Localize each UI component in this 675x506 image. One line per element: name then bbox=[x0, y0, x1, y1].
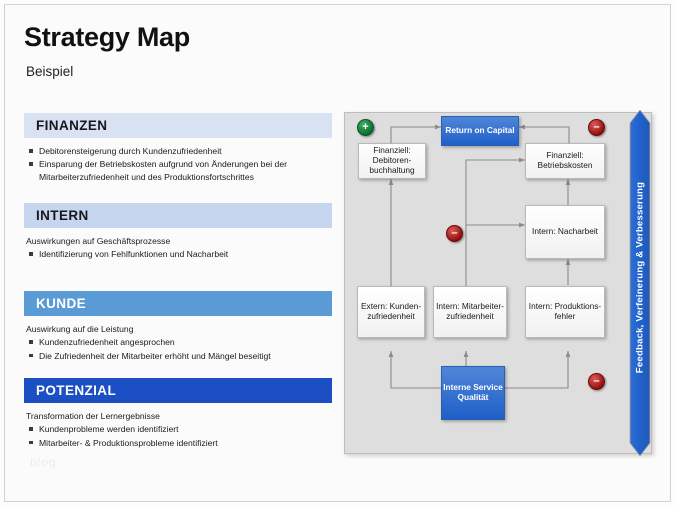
badge-minus-middle-icon: – bbox=[446, 225, 463, 242]
badge-minus-bottom-right-icon: – bbox=[588, 373, 605, 390]
list-item: Kundenzufriedenheit angesprochen bbox=[24, 336, 332, 348]
perspective-body-intern: Auswirkungen auf Geschäftsprozesse Ident… bbox=[24, 228, 332, 261]
list-item: Identifizierung von Fehlfunktionen und N… bbox=[24, 248, 332, 260]
node-extern-kundenzufriedenheit[interactable]: Extern: Kunden- zufriedenheit bbox=[357, 286, 425, 338]
blog-watermark: blog bbox=[30, 455, 57, 469]
bullet-list-kunde: Kundenzufriedenheit angesprochen Die Zuf… bbox=[24, 336, 332, 362]
strategy-map-diagram: Return on Capital Finanziell: Debitoren-… bbox=[344, 112, 652, 454]
perspective-lead-potenzial: Transformation der Lernergebnisse bbox=[26, 411, 160, 421]
bullet-list-potenzial: Kundenprobleme werden identifiziert Mita… bbox=[24, 423, 332, 449]
node-intern-mitarbeiterzufriedenheit[interactable]: Intern: Mitarbeiter- zufriedenheit bbox=[433, 286, 507, 338]
list-item: Einsparung der Betriebskosten aufgrund v… bbox=[24, 158, 332, 183]
perspective-header-kunde[interactable]: KUNDE bbox=[24, 291, 332, 316]
perspective-header-potenzial[interactable]: POTENZIAL bbox=[24, 378, 332, 403]
feedback-arrow: Feedback, Verfeinerung & Verbesserung bbox=[629, 109, 651, 457]
perspective-body-potenzial: Transformation der Lernergebnisse Kunden… bbox=[24, 403, 332, 449]
bullet-text: Kundenprobleme werden identifiziert bbox=[39, 424, 179, 435]
connector-lines bbox=[388, 124, 571, 389]
bullet-text: Einsparung der Betriebskosten aufgrund v… bbox=[39, 159, 287, 182]
node-intern-produktionsfehler[interactable]: Intern: Produktions- fehler bbox=[525, 286, 605, 338]
list-item: Mitarbeiter- & Produktionsprobleme ident… bbox=[24, 437, 332, 449]
bullet-list-finanzen: Debitorensteigerung durch Kundenzufriede… bbox=[24, 145, 332, 183]
badge-minus-top-right-icon: – bbox=[588, 119, 605, 136]
perspective-body-kunde: Auswirkung auf die Leistung Kundenzufrie… bbox=[24, 316, 332, 362]
list-item: Die Zufriedenheit der Mitarbeiter erhöht… bbox=[24, 350, 332, 362]
perspective-header-finanzen[interactable]: FINANZEN bbox=[24, 113, 332, 138]
bullet-text: Identifizierung von Fehlfunktionen und N… bbox=[39, 249, 229, 260]
perspective-body-finanzen: Debitorensteigerung durch Kundenzufriede… bbox=[24, 138, 332, 183]
node-return-on-capital[interactable]: Return on Capital bbox=[441, 116, 519, 146]
perspective-finanzen: FINANZEN Debitorensteigerung durch Kunde… bbox=[24, 113, 332, 184]
bullet-text: Die Zufriedenheit der Mitarbeiter erhöht… bbox=[39, 350, 271, 361]
feedback-arrow-shape bbox=[629, 109, 651, 457]
node-interne-service-qualitaet[interactable]: Interne Service Qualität bbox=[441, 366, 505, 420]
perspective-lead-kunde: Auswirkung auf die Leistung bbox=[26, 324, 134, 334]
node-finanziell-debitorenbuchhaltung[interactable]: Finanziell: Debitoren- buchhaltung bbox=[358, 143, 426, 179]
page-title: Strategy Map bbox=[24, 22, 190, 52]
perspective-header-intern[interactable]: INTERN bbox=[24, 203, 332, 228]
list-item: Kundenprobleme werden identifiziert bbox=[24, 423, 332, 435]
bullet-text: Mitarbeiter- & Produktionsprobleme ident… bbox=[39, 437, 218, 448]
perspective-kunde: KUNDE Auswirkung auf die Leistung Kunden… bbox=[24, 291, 332, 363]
bullet-text: Debitorensteigerung durch Kundenzufriede… bbox=[39, 146, 222, 156]
diagram-canvas: Return on Capital Finanziell: Debitoren-… bbox=[345, 113, 651, 453]
node-intern-nacharbeit[interactable]: Intern: Nacharbeit bbox=[525, 205, 605, 259]
page-subtitle: Beispiel bbox=[26, 64, 74, 79]
bullet-text: Kundenzufriedenheit angesprochen bbox=[39, 337, 175, 348]
perspective-potenzial: POTENZIAL Transformation der Lernergebni… bbox=[24, 378, 332, 450]
perspective-intern: INTERN Auswirkungen auf Geschäftsprozess… bbox=[24, 203, 332, 262]
node-finanziell-betriebskosten[interactable]: Finanziell: Betriebskosten bbox=[525, 143, 605, 179]
bullet-list-intern: Identifizierung von Fehlfunktionen und N… bbox=[24, 248, 332, 260]
list-item: Debitorensteigerung durch Kundenzufriede… bbox=[24, 145, 332, 157]
perspective-lead-intern: Auswirkungen auf Geschäftsprozesse bbox=[26, 236, 171, 246]
badge-plus-icon: + bbox=[357, 119, 374, 136]
